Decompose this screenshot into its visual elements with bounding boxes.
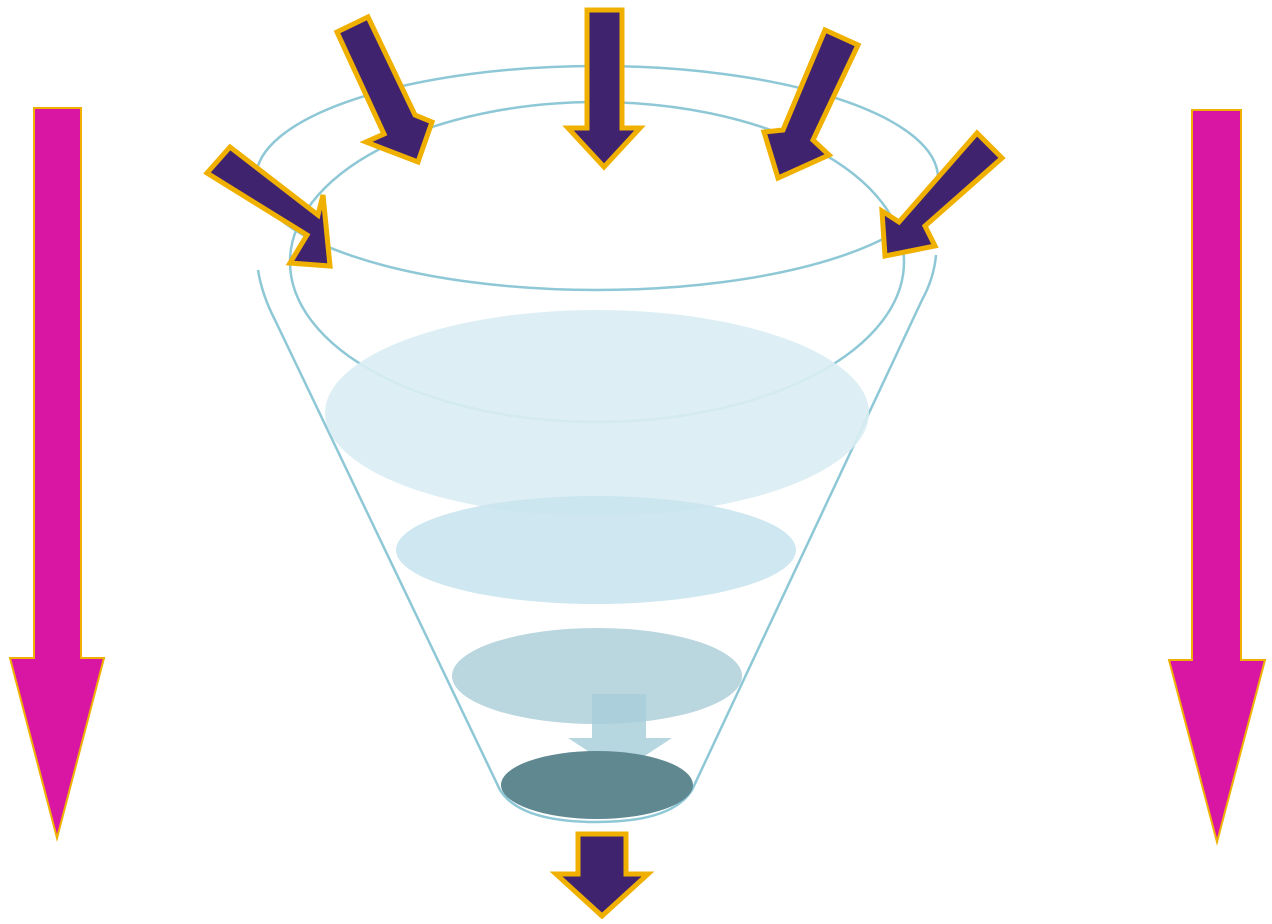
input-arrow-right-lower	[882, 133, 1002, 256]
right-down-arrow	[1169, 110, 1265, 842]
funnel-layer-4	[501, 751, 693, 819]
input-arrow-center	[568, 10, 640, 167]
funnel-layer-1	[325, 310, 869, 516]
input-arrows	[207, 10, 1002, 266]
input-arrow-left-lower	[207, 147, 330, 266]
input-arrow-left-upper	[337, 17, 432, 162]
left-down-arrow	[10, 108, 104, 838]
output-arrow	[556, 834, 648, 916]
input-arrow-right-upper	[764, 30, 858, 178]
funnel-layer-2	[396, 496, 796, 604]
